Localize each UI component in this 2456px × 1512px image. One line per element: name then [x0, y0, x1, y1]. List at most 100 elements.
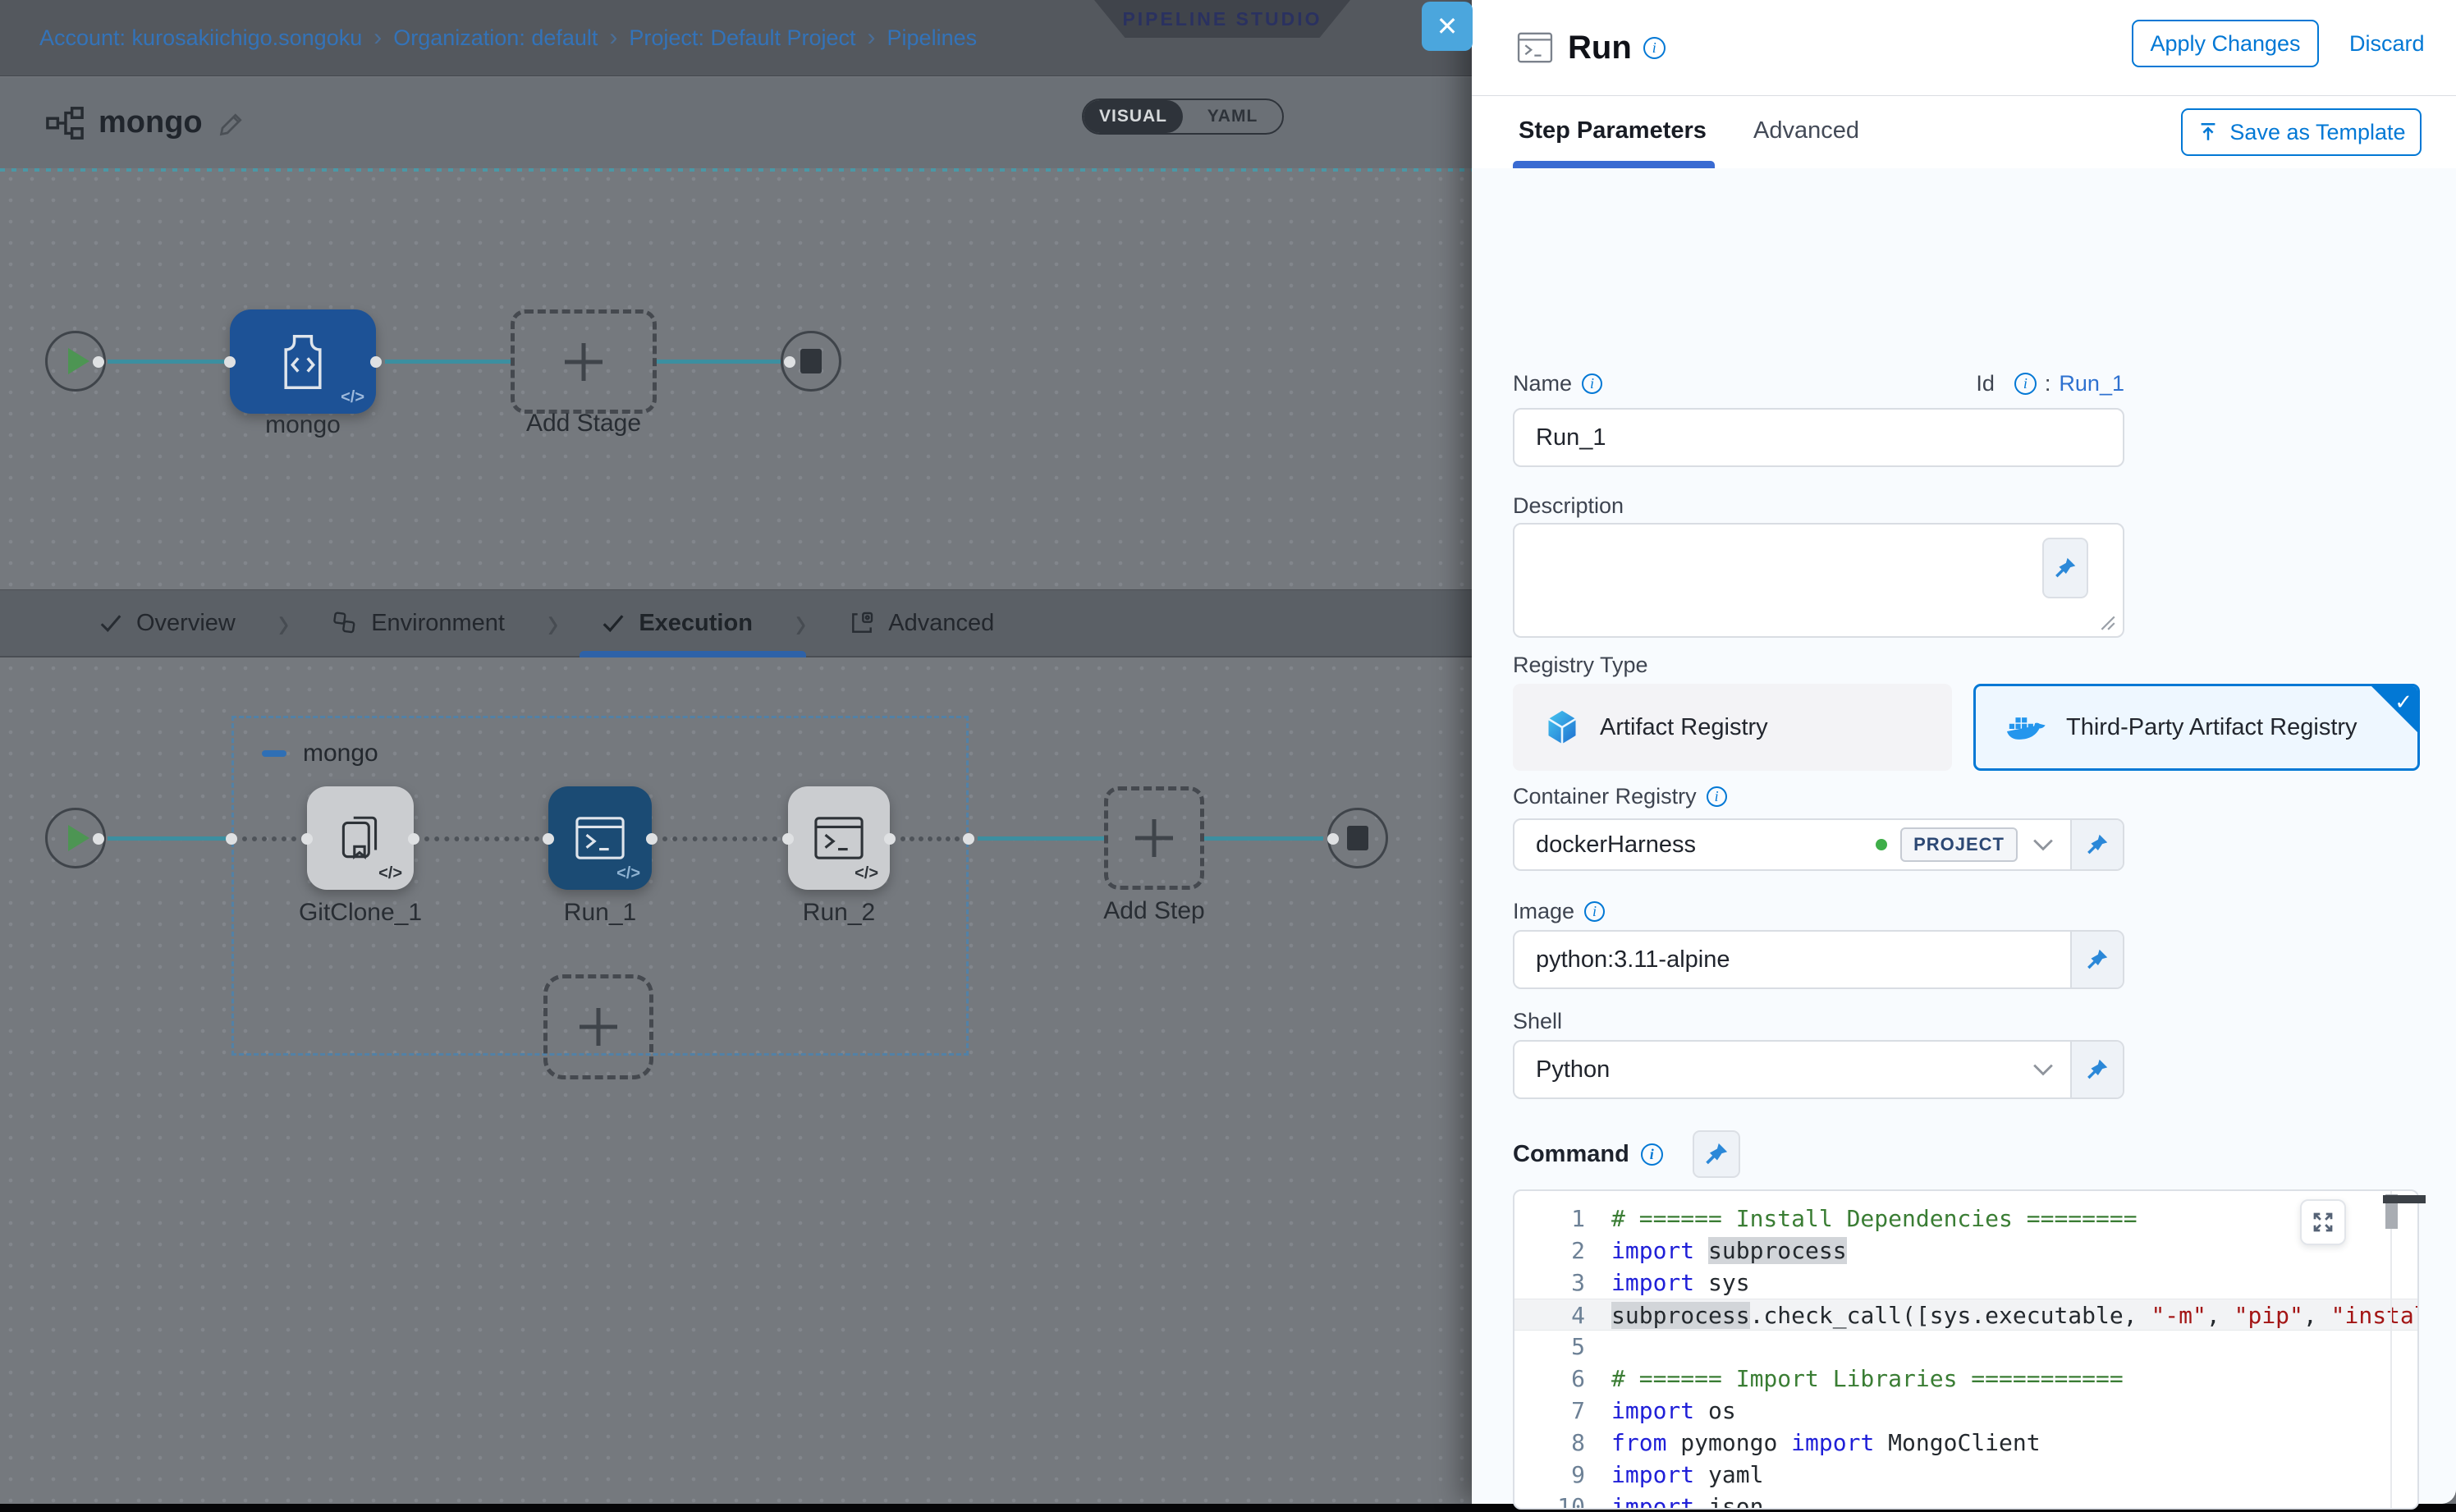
- step-config-drawer: Run i Apply Changes Discard Step Paramet…: [1472, 0, 2456, 1510]
- tab-advanced[interactable]: Advanced: [849, 610, 994, 637]
- line-number: 7: [1571, 1397, 1585, 1424]
- breadcrumb-separator: ›: [609, 24, 618, 51]
- pin-input-type-button[interactable]: [2070, 932, 2123, 987]
- add-stage-label[interactable]: Add Stage: [525, 410, 642, 437]
- pin-input-type-button[interactable]: [2070, 820, 2123, 869]
- pin-icon: [2087, 834, 2108, 855]
- collapse-group-icon[interactable]: [262, 750, 286, 757]
- drawer-header: Run i Apply Changes Discard: [1472, 0, 2456, 96]
- step-label[interactable]: Run_2: [802, 899, 876, 926]
- breadcrumb-pipelines[interactable]: Pipelines: [887, 25, 978, 50]
- pin-input-type-button[interactable]: [2042, 538, 2088, 598]
- editor-scrollbar-track[interactable]: [2390, 1191, 2392, 1508]
- command-label-row: Command i: [1513, 1141, 1663, 1168]
- line-number: 10: [1557, 1493, 1585, 1510]
- info-icon[interactable]: i: [1584, 901, 1606, 922]
- close-drawer-button[interactable]: ✕: [1422, 2, 1473, 51]
- code-line[interactable]: 5: [1514, 1331, 2417, 1363]
- chevron-down-icon[interactable]: [2032, 838, 2054, 851]
- expand-editor-button[interactable]: [2300, 1199, 2346, 1245]
- editor-overview-ruler-handle[interactable]: [2383, 1195, 2426, 1203]
- tab-overview[interactable]: Overview: [99, 610, 236, 637]
- pin-input-type-button[interactable]: [2070, 1042, 2123, 1097]
- stage-node-mongo[interactable]: </>: [230, 309, 376, 414]
- info-icon[interactable]: i: [2014, 373, 2037, 395]
- code-text: import os: [1611, 1397, 1736, 1424]
- tab-environment[interactable]: Environment: [332, 610, 505, 637]
- registry-option-artifact[interactable]: Artifact Registry: [1513, 684, 1952, 771]
- id-separator: :: [2044, 371, 2051, 396]
- play-icon: [68, 825, 89, 851]
- breadcrumb-project[interactable]: Project: Default Project: [629, 25, 856, 50]
- tab-step-parameters[interactable]: Step Parameters: [1519, 117, 1707, 144]
- step-label[interactable]: Run_1: [563, 899, 637, 926]
- visual-yaml-toggle: VISUAL YAML: [1082, 99, 1284, 135]
- add-step-label[interactable]: Add Step: [1103, 897, 1205, 924]
- code-line[interactable]: 6# ====== Import Libraries ===========: [1514, 1363, 2417, 1395]
- plus-icon: [580, 1008, 617, 1046]
- tab-advanced[interactable]: Advanced: [1753, 117, 1859, 144]
- resize-handle-icon[interactable]: [2098, 613, 2116, 631]
- step-node-run-2[interactable]: </>: [788, 786, 890, 890]
- step-node-gitclone-1[interactable]: </>: [307, 786, 414, 890]
- shell-select[interactable]: Python: [1513, 1040, 2124, 1099]
- line-number: 6: [1571, 1365, 1585, 1392]
- drawer-title: Run: [1568, 29, 1632, 66]
- add-step-node[interactable]: [1104, 786, 1204, 890]
- info-icon[interactable]: i: [1643, 36, 1666, 59]
- apply-changes-button[interactable]: Apply Changes: [2132, 20, 2319, 67]
- image-label: Image: [1513, 899, 1575, 923]
- pipeline-start-node[interactable]: [45, 331, 106, 392]
- tab-execution[interactable]: Execution: [601, 610, 753, 637]
- connector-ring: [93, 833, 104, 845]
- connector-line: [1204, 836, 1323, 841]
- name-input[interactable]: Run_1: [1513, 408, 2124, 467]
- name-label-row: Name i: [1513, 371, 1603, 396]
- registry-option-third-party-selected[interactable]: Third-Party Artifact Registry ✓: [1973, 684, 2420, 771]
- stage-label[interactable]: mongo: [265, 411, 341, 438]
- line-number: 8: [1571, 1429, 1585, 1456]
- edit-pipeline-icon[interactable]: [218, 108, 247, 138]
- step-label[interactable]: GitClone_1: [298, 899, 423, 926]
- image-label-row: Image i: [1513, 899, 1606, 924]
- add-parallel-step-node[interactable]: [543, 974, 653, 1079]
- pin-input-type-button[interactable]: [1692, 1130, 1740, 1178]
- step-code-badge: </>: [616, 864, 640, 882]
- discard-button[interactable]: Discard: [2349, 31, 2425, 56]
- code-line[interactable]: 1# ====== Install Dependencies ========: [1514, 1203, 2417, 1235]
- execution-start-node[interactable]: [45, 808, 106, 868]
- description-textarea[interactable]: [1513, 523, 2124, 638]
- dashed-connector: [662, 836, 777, 841]
- save-as-template-button[interactable]: Save as Template: [2181, 108, 2422, 156]
- play-icon: [68, 348, 89, 374]
- command-code-editor[interactable]: 1# ====== Install Dependencies ========2…: [1513, 1189, 2419, 1510]
- breadcrumb-account[interactable]: Account: kurosakiichigo.songoku: [39, 25, 363, 50]
- add-stage-node[interactable]: [511, 309, 657, 414]
- chevron-down-icon[interactable]: [2032, 1063, 2054, 1076]
- image-input[interactable]: python:3.11-alpine: [1513, 930, 2124, 989]
- chevron-right-icon: ›: [548, 597, 559, 648]
- toggle-visual[interactable]: VISUAL: [1084, 100, 1183, 133]
- name-value: Run_1: [1536, 424, 1606, 451]
- container-registry-select[interactable]: dockerHarness PROJECT: [1513, 818, 2124, 871]
- code-line[interactable]: 8 from pymongo import MongoClient: [1514, 1427, 2417, 1459]
- breadcrumb-org[interactable]: Organization: default: [393, 25, 598, 50]
- step-node-run-1-selected[interactable]: </>: [548, 786, 652, 890]
- pin-icon: [2087, 949, 2108, 969]
- active-tab-underline: [580, 651, 806, 657]
- code-line[interactable]: 7 import os: [1514, 1395, 2417, 1427]
- id-label: Id: [1976, 371, 1995, 396]
- group-label[interactable]: mongo: [303, 740, 378, 767]
- connector-line: [108, 360, 230, 364]
- info-icon[interactable]: i: [1640, 1143, 1663, 1166]
- info-icon[interactable]: i: [1582, 373, 1603, 394]
- toggle-yaml[interactable]: YAML: [1207, 107, 1258, 126]
- info-icon[interactable]: i: [1706, 786, 1727, 807]
- code-text: from pymongo import MongoClient: [1611, 1429, 2041, 1456]
- drawer-content: Name i Id i : Run_1 Run_1 Description: [1472, 168, 2456, 1510]
